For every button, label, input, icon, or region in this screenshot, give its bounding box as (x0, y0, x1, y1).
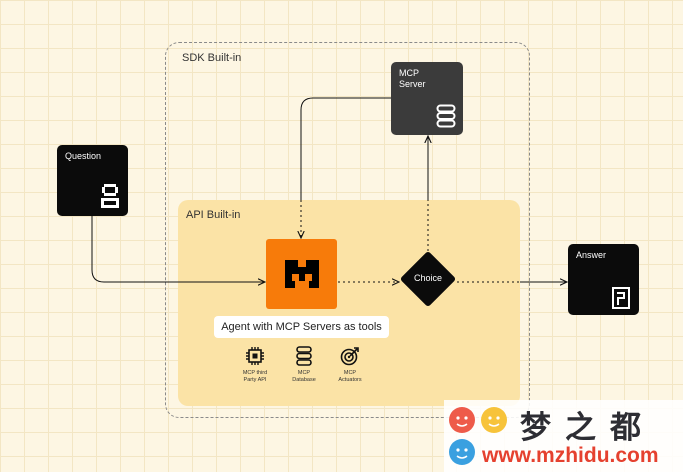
tool-label-line2: Actuators (338, 377, 362, 383)
question-node: Question (57, 145, 128, 216)
chip-icon (246, 347, 264, 365)
database-icon (436, 104, 456, 128)
question-label: Question (65, 151, 102, 161)
agent-caption: Agent with MCP Servers as tools (214, 316, 389, 338)
person-icon (101, 184, 119, 208)
document-icon (612, 287, 630, 309)
tool-mcp-actuators: MCP Actuators (324, 346, 376, 384)
api-region-label: API Built-in (186, 209, 241, 221)
target-icon (340, 347, 359, 366)
watermark-logo-icon (449, 407, 507, 465)
tool-label-line1: MCP (297, 370, 311, 376)
choice-label: Choice (413, 273, 442, 283)
watermark-name: 梦之都 (520, 410, 655, 445)
api-built-in-region (178, 200, 520, 406)
tool-mcp-third-party-api: MCP third Party API (229, 346, 281, 384)
database-icon (296, 346, 312, 366)
mcp-server-label-line1: MCP (399, 68, 419, 78)
agent-node (266, 239, 337, 309)
sdk-built-in-region (165, 42, 530, 418)
edge-question-to-agent (91, 216, 265, 282)
answer-node: Answer (568, 244, 639, 315)
tool-label-line1: MCP third (242, 370, 268, 376)
mcp-server-node: MCP Server (391, 62, 463, 135)
tool-label-line1: MCP (343, 370, 357, 376)
mistral-logo-icon (285, 260, 319, 288)
tool-label-line2: Party API (243, 377, 267, 383)
watermark-url: www.mzhidu.com (482, 444, 659, 467)
answer-label: Answer (576, 250, 607, 260)
edge-mcp-server-to-agent (300, 97, 391, 200)
tool-label-line2: Database (292, 377, 316, 383)
sdk-region-label: SDK Built-in (182, 52, 242, 64)
mcp-server-label-line2: Server (399, 79, 426, 89)
tool-mcp-database: MCP Database (278, 346, 330, 384)
